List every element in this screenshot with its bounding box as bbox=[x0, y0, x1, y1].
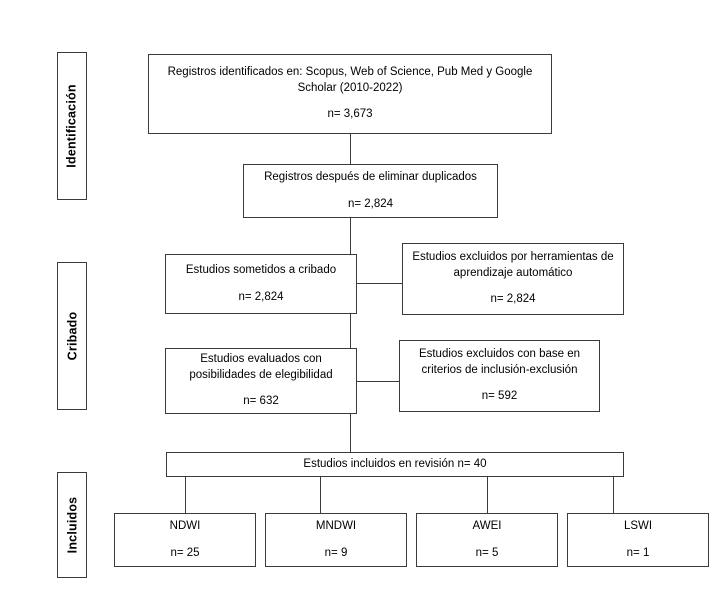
connector-duplicates-to-screened bbox=[350, 218, 351, 254]
box-records-screened-title: Estudios sometidos a cribado bbox=[185, 263, 337, 276]
stage-label-identificacion-text: Identificación bbox=[65, 84, 79, 168]
box-full-text-assessed: Estudios evaluados con posibilidades de … bbox=[165, 348, 357, 414]
stage-label-cribado: Cribado bbox=[57, 262, 87, 410]
box-records-identified: Registros identificados en: Scopus, Web … bbox=[148, 54, 552, 134]
stage-label-cribado-text: Cribado bbox=[65, 311, 79, 361]
box-excluded-criteria-title: Estudios excluidos con base en criterios… bbox=[418, 348, 581, 376]
connector-assessed-to-included bbox=[350, 414, 351, 452]
stage-label-incluidos: Incluidos bbox=[57, 472, 87, 578]
connector-included-to-mndwi bbox=[320, 477, 321, 513]
box-records-after-duplicates-title: Registros después de eliminar duplicados bbox=[264, 170, 477, 183]
box-index-mndwi: MNDWI n= 9 bbox=[265, 513, 407, 567]
box-excluded-machine-learning: Estudios excluidos por herramientas de a… bbox=[402, 243, 624, 315]
connector-included-to-ndwi bbox=[185, 477, 186, 513]
connector-screened-to-excluded-ml bbox=[357, 283, 402, 284]
box-records-screened: Estudios sometidos a cribado n= 2,824 bbox=[165, 254, 357, 314]
box-records-identified-count: n= 3,673 bbox=[327, 108, 373, 121]
box-index-lswi: LSWI n= 1 bbox=[567, 513, 709, 567]
box-records-after-duplicates-count: n= 2,824 bbox=[347, 197, 394, 210]
connector-identified-to-duplicates bbox=[350, 134, 351, 164]
connector-included-to-awei bbox=[487, 477, 488, 513]
box-studies-included: Estudios incluidos en revisión n= 40 bbox=[166, 452, 624, 477]
connector-included-to-lswi bbox=[613, 477, 614, 513]
box-excluded-criteria-count: n= 592 bbox=[481, 390, 518, 403]
box-index-lswi-label: LSWI bbox=[623, 519, 653, 532]
box-index-ndwi-count: n= 25 bbox=[170, 546, 200, 559]
box-index-ndwi-label: NDWI bbox=[169, 519, 201, 532]
box-excluded-machine-learning-count: n= 2,824 bbox=[490, 293, 536, 306]
box-index-awei-label: AWEI bbox=[472, 519, 502, 532]
connector-assessed-to-excluded-criteria bbox=[357, 381, 399, 382]
box-index-awei: AWEI n= 5 bbox=[416, 513, 558, 567]
box-records-identified-title: Registros identificados en: Scopus, Web … bbox=[167, 66, 533, 94]
box-studies-included-title: Estudios incluidos en revisión n= 40 bbox=[303, 457, 487, 470]
box-records-after-duplicates: Registros después de eliminar duplicados… bbox=[243, 164, 498, 218]
box-index-awei-count: n= 5 bbox=[475, 546, 499, 559]
box-index-mndwi-count: n= 9 bbox=[324, 546, 348, 559]
box-index-mndwi-label: MNDWI bbox=[315, 519, 357, 532]
box-full-text-assessed-title: Estudios evaluados con posibilidades de … bbox=[189, 353, 333, 381]
stage-label-identificacion: Identificación bbox=[57, 52, 87, 200]
connector-screened-to-assessed bbox=[350, 314, 351, 348]
box-excluded-criteria: Estudios excluidos con base en criterios… bbox=[399, 340, 600, 412]
box-excluded-machine-learning-title: Estudios excluidos por herramientas de a… bbox=[412, 251, 614, 279]
box-index-lswi-count: n= 1 bbox=[626, 546, 650, 559]
stage-label-incluidos-text: Incluidos bbox=[65, 496, 80, 554]
box-full-text-assessed-count: n= 632 bbox=[243, 395, 279, 408]
box-records-screened-count: n= 2,824 bbox=[238, 290, 284, 303]
box-index-ndwi: NDWI n= 25 bbox=[114, 513, 256, 567]
